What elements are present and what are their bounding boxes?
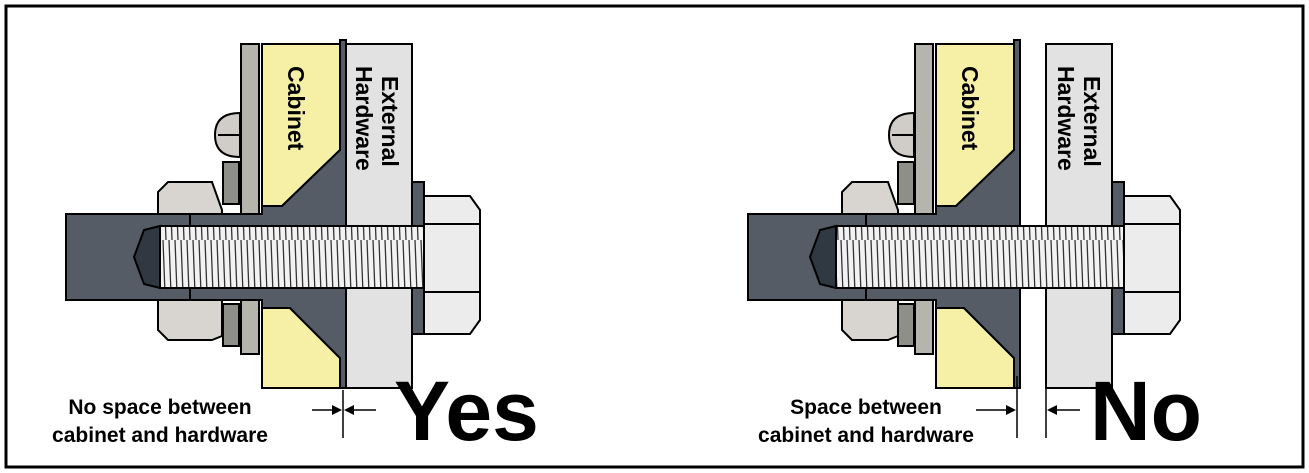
left-caption-line2: cabinet and hardware <box>52 424 268 447</box>
right-threaded-rod <box>835 225 1125 289</box>
left-caption-line1: No space between <box>68 396 251 419</box>
right-hardware-label-line1: Hardware <box>1053 66 1079 171</box>
left-hardware-label-line1: Hardware <box>351 66 377 171</box>
right-arrow-right <box>1006 405 1016 415</box>
right-assembly: Cabinet Hardware External Space between … <box>747 39 1202 458</box>
right-caption-line1: Space between <box>790 396 942 419</box>
left-cabinet-label: Cabinet <box>283 66 309 151</box>
left-flange <box>189 39 347 389</box>
right-caption-line2: cabinet and hardware <box>758 424 974 447</box>
right-bolt-head <box>1123 195 1181 335</box>
left-arrow-left <box>344 405 354 415</box>
left-verdict: Yes <box>394 364 539 458</box>
right-cabinet-label: Cabinet <box>957 66 983 151</box>
left-threaded-rod <box>159 225 425 289</box>
right-arrow-left <box>1047 405 1057 415</box>
left-mounting-plate <box>240 43 260 355</box>
right-mounting-plate <box>914 43 934 355</box>
right-verdict: No <box>1090 364 1202 458</box>
right-flange <box>865 39 1021 389</box>
left-rod-tip <box>132 224 161 290</box>
left-arrow-right <box>332 405 342 415</box>
left-bolt-head <box>423 195 481 335</box>
diagram-frame <box>4 4 1305 469</box>
left-assembly: Cabinet Hardware External No space betwe… <box>52 39 539 458</box>
left-hardware-label-line2: External <box>377 76 403 167</box>
right-rod-tip <box>808 224 837 290</box>
right-hardware-label-line2: External <box>1079 76 1105 167</box>
